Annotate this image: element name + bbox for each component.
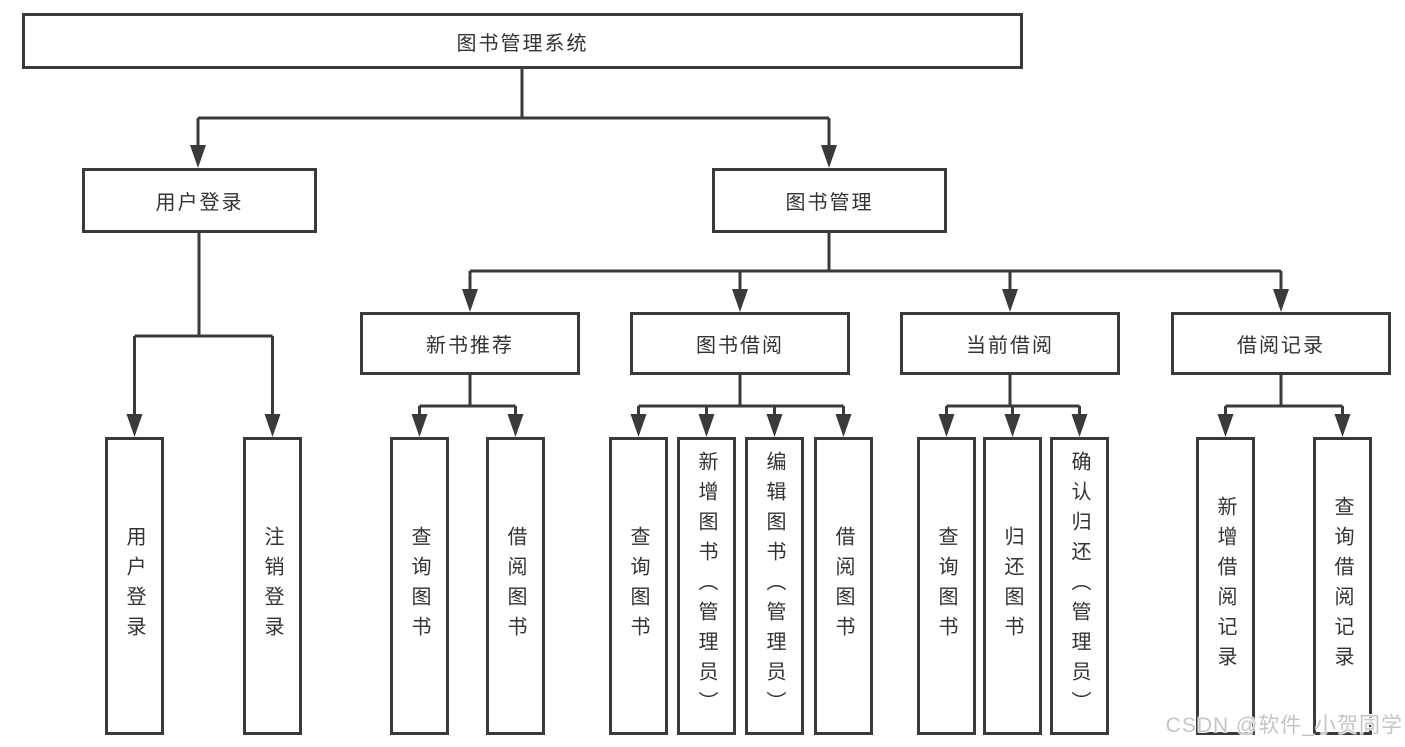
leaf-current-confirm-return-admin-label: 确认归还（管理员） xyxy=(1068,451,1090,721)
leaf-newbook-borrow-book-label: 借阅图书 xyxy=(504,526,526,646)
watermark-text: CSDN @软件_小贺同学 xyxy=(1165,714,1403,737)
leaf-newbook-borrow-book: 借阅图书 xyxy=(486,437,545,735)
node-library-management-system-label: 图书管理系统 xyxy=(456,32,589,55)
node-borrowing-records-label: 借阅记录 xyxy=(1237,335,1325,357)
leaf-logout-label: 注销登录 xyxy=(261,526,283,646)
leaf-newbook-query-book-label: 查询图书 xyxy=(408,526,430,646)
leaf-current-return-book: 归还图书 xyxy=(983,437,1042,735)
leaf-borrowing-edit-book-admin-label: 编辑图书（管理员） xyxy=(763,451,785,721)
node-user-login: 用户登录 xyxy=(82,168,317,233)
node-user-login-label: 用户登录 xyxy=(155,192,244,214)
node-library-management-system: 图书管理系统 xyxy=(22,13,1023,69)
leaf-borrowing-add-book-admin-label: 新增图书（管理员） xyxy=(695,451,717,721)
leaf-records-add-record-label: 新增借阅记录 xyxy=(1214,496,1236,676)
node-book-management: 图书管理 xyxy=(712,168,947,233)
node-new-book-recommendation: 新书推荐 xyxy=(360,312,580,375)
leaf-records-add-record: 新增借阅记录 xyxy=(1196,437,1255,735)
node-current-borrowing-label: 当前借阅 xyxy=(966,335,1054,357)
node-new-book-recommendation-label: 新书推荐 xyxy=(426,335,514,357)
node-book-management-label: 图书管理 xyxy=(785,192,874,214)
node-current-borrowing: 当前借阅 xyxy=(900,312,1120,375)
leaf-current-return-book-label: 归还图书 xyxy=(1001,526,1023,646)
node-book-borrowing: 图书借阅 xyxy=(630,312,850,375)
leaf-borrowing-edit-book-admin: 编辑图书（管理员） xyxy=(745,437,804,735)
leaf-user-login: 用户登录 xyxy=(105,437,164,735)
leaf-current-query-book-label: 查询图书 xyxy=(935,526,957,646)
node-book-borrowing-label: 图书借阅 xyxy=(696,335,784,357)
leaf-records-query-record: 查询借阅记录 xyxy=(1313,437,1372,735)
leaf-borrowing-add-book-admin: 新增图书（管理员） xyxy=(677,437,736,735)
leaf-borrowing-query-book: 查询图书 xyxy=(609,437,668,735)
leaf-logout: 注销登录 xyxy=(243,437,302,735)
leaf-borrowing-query-book-label: 查询图书 xyxy=(627,526,649,646)
leaf-borrowing-borrow-book-label: 借阅图书 xyxy=(832,526,854,646)
leaf-current-query-book: 查询图书 xyxy=(917,437,976,735)
leaf-records-query-record-label: 查询借阅记录 xyxy=(1331,496,1353,676)
leaf-newbook-query-book: 查询图书 xyxy=(390,437,449,735)
node-borrowing-records: 借阅记录 xyxy=(1171,312,1391,375)
leaf-borrowing-borrow-book: 借阅图书 xyxy=(814,437,873,735)
leaf-user-login-label: 用户登录 xyxy=(123,526,145,646)
leaf-current-confirm-return-admin: 确认归还（管理员） xyxy=(1050,437,1109,735)
